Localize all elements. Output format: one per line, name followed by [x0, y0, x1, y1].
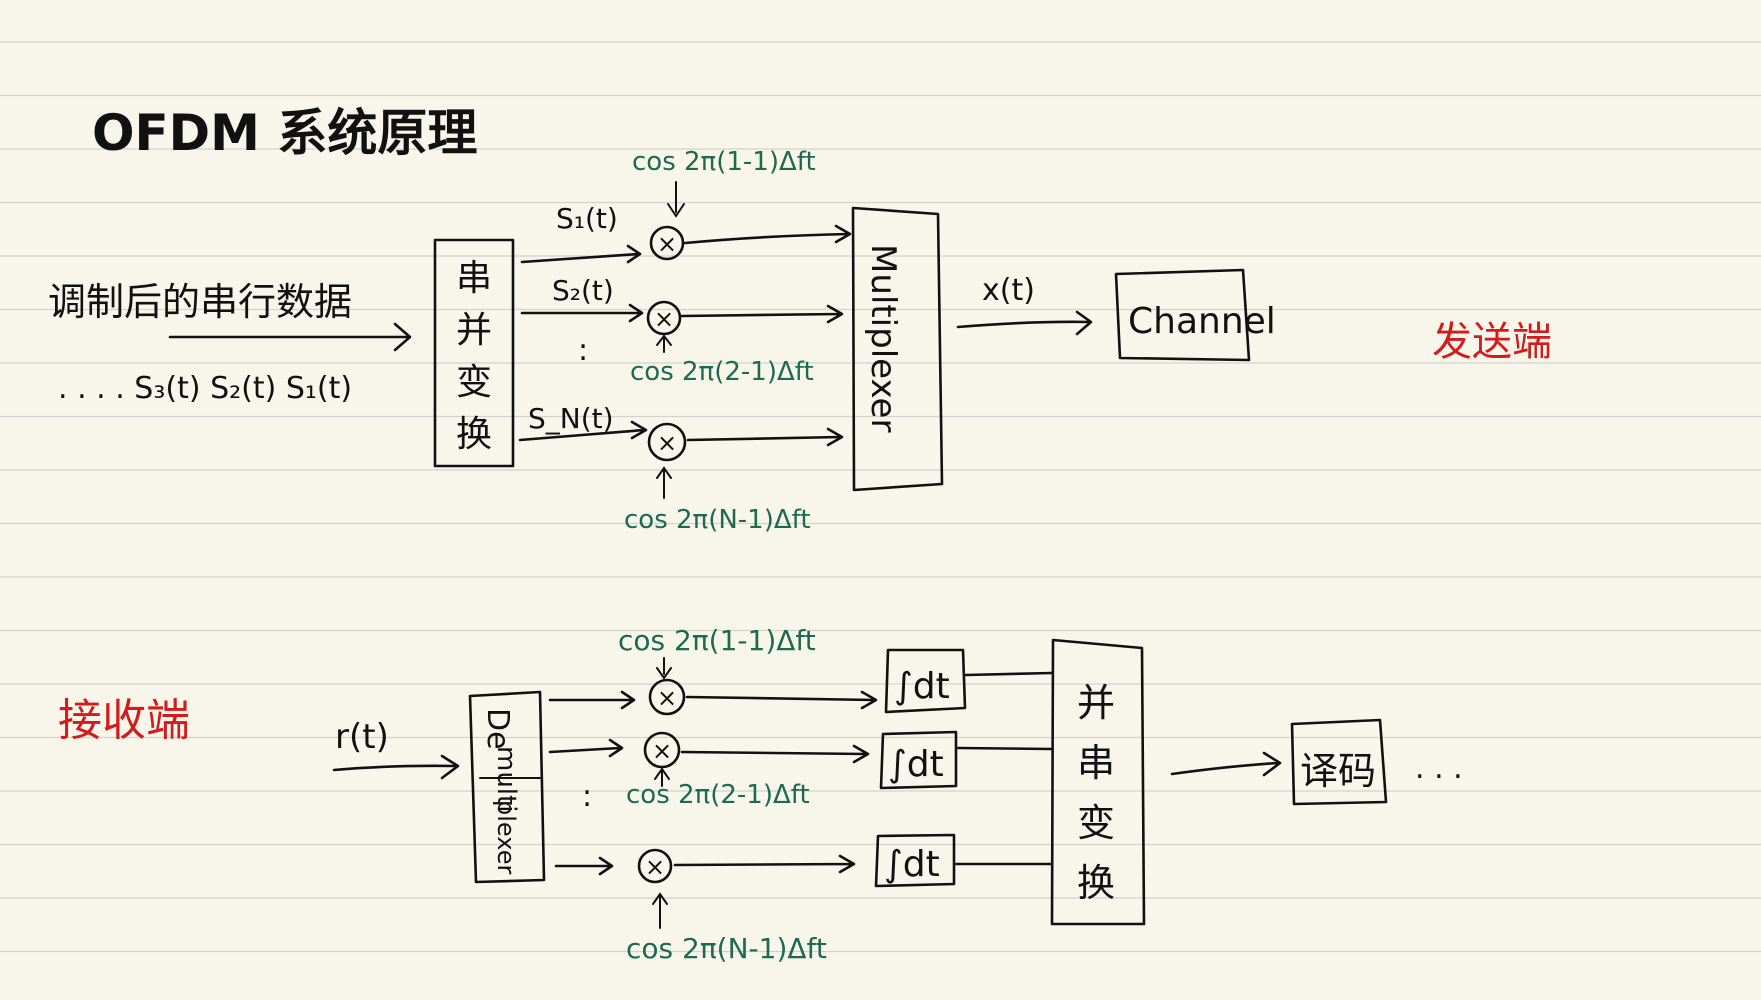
tx-ellipsis: :: [578, 333, 588, 368]
multiplexer-block: [851, 206, 944, 492]
page-title: OFDM 系统原理: [92, 104, 477, 162]
mux-label: Multiplexer: [863, 244, 903, 432]
rx-mixer-n: [637, 848, 673, 884]
sp-char-1: 串: [456, 258, 492, 299]
mixer-1-symbol: ×: [657, 230, 677, 258]
rx-branch-1-out-arrow: [685, 690, 878, 710]
rx-mixer-1-symbol: ×: [657, 684, 677, 712]
carrier-n-arrow: [656, 466, 672, 499]
rx-carrier-2: cos 2π(2-1)Δft: [626, 780, 810, 810]
ps-converter-block: [1050, 638, 1146, 926]
demux-label-2: multi: [491, 746, 521, 812]
decoder-label: 译码: [1300, 749, 1376, 793]
mixer-n-symbol: ×: [657, 429, 677, 457]
mixer-2-symbol: ×: [654, 305, 674, 333]
rx-mixer-n-symbol: ×: [645, 853, 665, 881]
input-sequence: . . . . S₃(t) S₂(t) S₁(t): [58, 371, 352, 406]
receiver-label: 接收端: [58, 695, 190, 746]
rx-carrier-1: cos 2π(1-1)Δft: [618, 624, 816, 657]
rx-trailing-dots: . . .: [1415, 751, 1463, 786]
signal-sn: S_N(t): [528, 402, 614, 435]
int-2-to-ps: [956, 746, 1054, 751]
branch-n-out-arrow: [686, 427, 844, 447]
ps-char-2: 串: [1077, 741, 1115, 785]
mixer-n: [647, 422, 687, 462]
sp-char-4: 换: [456, 414, 492, 455]
transmitter-label: 发送端: [1432, 319, 1552, 365]
rx-branch-2-arrow: [548, 738, 624, 758]
xt-arrow: [956, 310, 1093, 336]
carrier-n: cos 2π(N-1)Δft: [624, 505, 811, 535]
integrator-1-label: ∫dt: [894, 666, 950, 707]
branch-1-out-arrow: [683, 224, 852, 245]
demux-label-3: plexer: [492, 800, 520, 874]
rx-mixer-2: [643, 731, 681, 769]
signal-rt: r(t): [335, 717, 389, 757]
carrier-1-arrow: [667, 181, 685, 218]
demultiplexer-block: [468, 690, 546, 884]
branch-n-arrow: [518, 420, 648, 442]
integrator-n-box: [874, 833, 956, 888]
carrier-2: cos 2π(2-1)Δft: [630, 357, 814, 387]
branch-1-arrow: [520, 244, 642, 264]
rx-carrier-1-arrow: [656, 657, 672, 680]
input-caption: 调制后的串行数据: [48, 280, 352, 324]
sp-char-3: 变: [456, 362, 492, 403]
ps-char-4: 换: [1077, 861, 1115, 905]
rx-branch-n-arrow: [554, 856, 614, 876]
sp-converter-block: [433, 238, 515, 468]
demux-label-1: De: [480, 708, 515, 750]
rx-branch-2-out-arrow: [680, 744, 870, 764]
integrator-1-box: [884, 648, 967, 714]
rx-ellipsis: :: [582, 779, 592, 814]
decoder-box: [1290, 718, 1388, 806]
rx-carrier-n: cos 2π(N-1)Δft: [626, 932, 827, 965]
branch-2-out-arrow: [680, 304, 844, 324]
carrier-1: cos 2π(1-1)Δft: [632, 147, 816, 177]
ps-char-1: 并: [1077, 681, 1115, 725]
signal-s1: S₁(t): [556, 202, 618, 235]
int-1-to-ps: [964, 671, 1054, 677]
mixer-1: [649, 225, 685, 261]
integrator-2-box: [879, 730, 958, 790]
integrator-n-label: ∫dt: [884, 844, 940, 885]
ruled-lines: [0, 41, 1761, 953]
rx-branch-1-arrow: [548, 690, 636, 710]
ps-to-decoder-arrow: [1170, 751, 1282, 777]
channel-box: [1114, 268, 1251, 362]
sp-char-2: 并: [456, 310, 492, 351]
rx-mixer-2-symbol: ×: [652, 737, 672, 765]
carrier-2-arrow: [656, 334, 672, 353]
rt-arrow: [332, 754, 460, 780]
branch-2-arrow: [520, 303, 644, 323]
rx-branch-n-out-arrow: [673, 854, 856, 874]
rx-carrier-n-arrow: [652, 892, 668, 929]
ps-char-3: 变: [1077, 801, 1115, 845]
integrator-2-label: ∫dt: [888, 744, 944, 785]
signal-s2: S₂(t): [552, 274, 614, 307]
rx-carrier-2-arrow: [654, 767, 670, 787]
input-arrow: [168, 322, 412, 352]
rx-mixer-1: [648, 678, 686, 716]
signal-xt: x(t): [982, 273, 1035, 308]
channel-label: Channel: [1128, 301, 1276, 342]
mixer-2: [646, 300, 682, 336]
